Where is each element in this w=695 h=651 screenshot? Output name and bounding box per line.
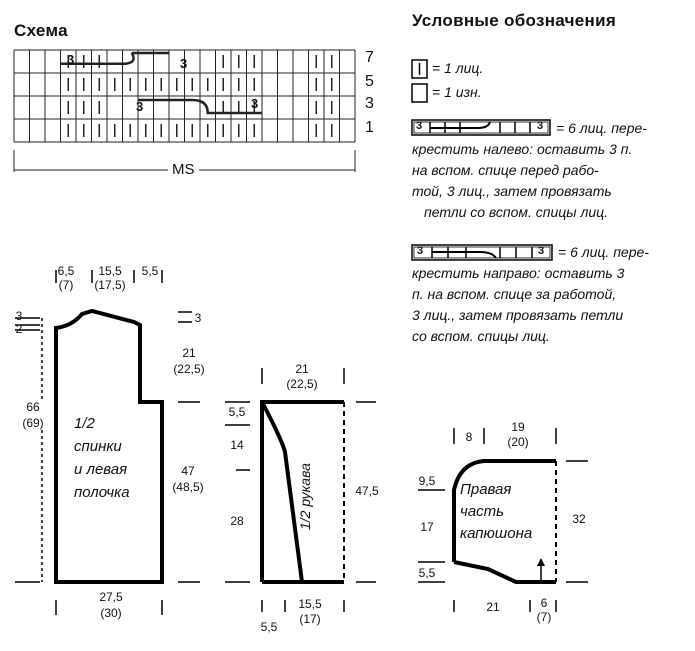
back-label-line: 1/2 <box>74 415 95 432</box>
back-dim-side: 47 <box>181 464 195 478</box>
sleeve-dimension-lines <box>225 368 376 612</box>
legend-symbol-number: 3 <box>417 245 424 257</box>
hood-label-line: Правая <box>460 481 512 498</box>
back-dim-side-alt: (48,5) <box>172 480 204 494</box>
back-dim-top-c: 5,5 <box>141 264 159 278</box>
chart-cross-label: 3 <box>136 99 144 114</box>
back-dim-armhole-alt: (22,5) <box>173 362 205 376</box>
back-dim-right-3: 3 <box>194 311 202 325</box>
sleeve-dim-bottom-left: 5,5 <box>260 620 278 634</box>
back-dim-left-3: 3 <box>15 309 23 323</box>
legend-cross-left-line: = 6 лиц. пере- <box>556 120 647 136</box>
back-label-line: спинки <box>74 438 122 455</box>
chart-cable-cross <box>138 98 262 115</box>
back-label-line: полочка <box>74 484 130 501</box>
back-dim-width-alt: (30) <box>100 606 122 620</box>
hood-dim-bottom-b: 6 <box>540 596 548 610</box>
hood-dimension-lines <box>418 428 588 612</box>
legend-cross-right-line: 3 лиц., затем провязать петли <box>412 307 624 323</box>
sleeve-dim-cap: 5,5 <box>228 405 246 419</box>
hood-dim-left-c: 5,5 <box>418 566 436 580</box>
scheme-title: Схема <box>14 21 68 40</box>
chart-cross-label: 3 <box>67 52 75 67</box>
back-dim-width: 27,5 <box>99 590 123 604</box>
back-dim-top-a-alt: (7) <box>58 278 74 292</box>
legend-cross-right-line: = 6 лиц. пере- <box>558 244 649 260</box>
hood-dim-left-b: 17 <box>420 520 434 534</box>
legend-cross-right-line: крестить направо: оставить 3 <box>412 265 625 281</box>
back-piece-dimension-lines <box>15 270 200 615</box>
legend-cross-left-line: на вспом. спице перед рабо- <box>412 162 599 178</box>
back-dim-left-2: 2 <box>15 322 23 336</box>
row-number-1: 1 <box>365 119 374 136</box>
legend-purl: = 1 изн. <box>432 84 482 100</box>
legend-symbol-number: 3 <box>537 120 544 132</box>
hood-dim-top-a: 8 <box>465 430 473 444</box>
hood-dim-bottom-a: 21 <box>486 600 500 614</box>
legend-knit: = 1 лиц. <box>432 60 484 76</box>
sleeve-dim-bottom-alt: (17) <box>299 612 321 626</box>
legend-cross-left-line: крестить налево: оставить 3 п. <box>412 141 633 157</box>
hood-dim-top-b: 19 <box>511 420 525 434</box>
legend-symbol-number: 3 <box>416 120 423 132</box>
back-label-line: и левая <box>74 461 128 478</box>
back-dim-top-b: 15,5 <box>98 264 122 278</box>
back-piece-outline <box>54 308 164 584</box>
knitting-chart-grid <box>13 49 356 172</box>
sleeve-dim-bottom: 15,5 <box>298 597 322 611</box>
row-number-5: 5 <box>365 73 374 90</box>
legend-cross-left-line: петли со вспом. спицы лиц. <box>424 204 609 220</box>
hood-dim-top-b-alt: (20) <box>507 435 529 449</box>
legend-cross-right-line: со вспом. спицы лиц. <box>412 328 550 344</box>
hood-outline <box>452 459 557 584</box>
chart-cross-label: 3 <box>180 56 188 71</box>
legend-symbol-number: 3 <box>538 245 545 257</box>
legend-symbols <box>411 59 553 261</box>
hood-dim-left-a: 9,5 <box>418 474 436 488</box>
legend-title: Условные обозначения <box>412 11 617 30</box>
repeat-label: MS <box>168 162 199 177</box>
sleeve-dim-top: 21 <box>295 362 309 376</box>
chart-cable-cross <box>60 52 135 66</box>
back-dim-top-b-alt: (17,5) <box>94 278 126 292</box>
back-dim-armhole: 21 <box>182 346 196 360</box>
sleeve-label: 1/2 рукава <box>297 463 313 530</box>
hood-dim-bottom-b-alt: (7) <box>536 610 552 624</box>
chart-cross-label: 3 <box>251 96 259 111</box>
sleeve-dim-lower: 28 <box>230 514 244 528</box>
row-number-7: 7 <box>365 49 374 66</box>
hood-label-line: капюшона <box>460 525 533 542</box>
hood-dim-height: 32 <box>572 512 586 526</box>
sleeve-outline <box>260 400 345 584</box>
sleeve-dim-mid: 14 <box>230 438 244 452</box>
legend-cross-right-line: п. на вспом. спице за работой, <box>412 286 617 302</box>
back-dim-top-a: 6,5 <box>57 264 75 278</box>
legend-cross-left-line: той, 3 лиц., затем провязать <box>412 183 612 199</box>
sleeve-dim-length: 47,5 <box>355 484 379 498</box>
row-number-3: 3 <box>365 95 374 112</box>
back-dim-height-alt: (69) <box>22 416 44 430</box>
back-dim-height: 66 <box>26 400 40 414</box>
hood-label-line: часть <box>460 503 504 520</box>
sleeve-dim-top-alt: (22,5) <box>286 377 318 391</box>
